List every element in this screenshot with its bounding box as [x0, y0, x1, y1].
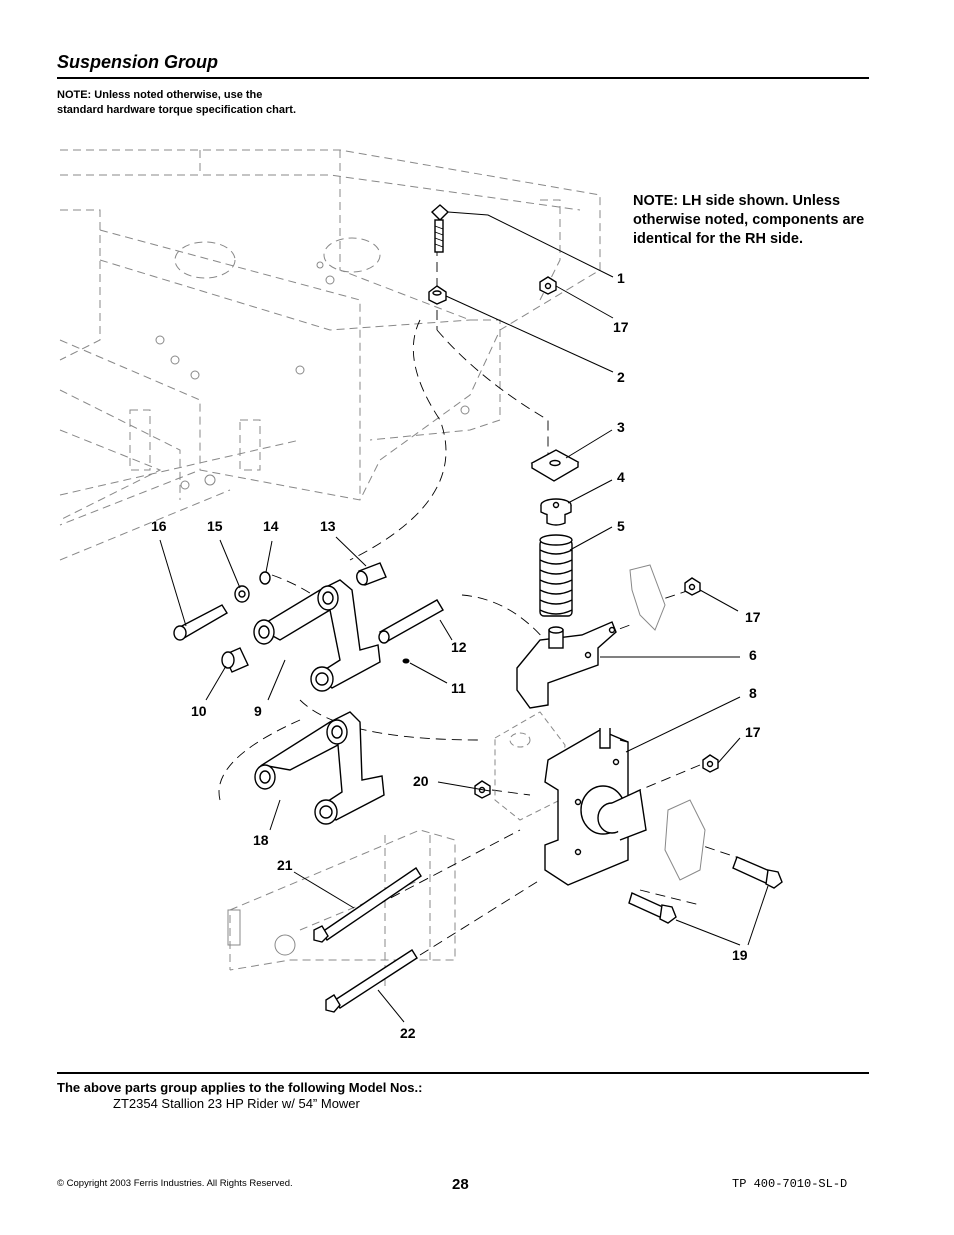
header-rule	[57, 77, 869, 79]
part-nut-17-mid	[684, 577, 701, 596]
page-title: Suspension Group	[57, 52, 219, 72]
callout-18: 18	[253, 832, 269, 848]
part-arm-18	[254, 711, 385, 825]
frame-holes	[155, 261, 470, 490]
callout-10: 10	[191, 703, 207, 719]
callout-22: 22	[400, 1025, 416, 1041]
part-bracket-6	[516, 621, 617, 709]
callout-3: 3	[617, 419, 625, 435]
leader-lines	[159, 211, 769, 1023]
callout-14: 14	[263, 518, 279, 534]
callout-16: 16	[151, 518, 167, 534]
callout-15: 15	[207, 518, 223, 534]
callout-2: 2	[617, 369, 625, 385]
callout-17-mid: 17	[745, 609, 761, 625]
callout-17-top: 17	[613, 319, 629, 335]
applies-heading: The above parts group applies to the fol…	[57, 1080, 423, 1095]
model-entry: ZT2354 Stallion 23 HP Rider w/ 54” Mower	[113, 1096, 360, 1111]
assembly-center-lines	[218, 230, 746, 956]
part-bolt-16	[173, 604, 228, 641]
part-bolt-1	[430, 204, 450, 253]
callout-11: 11	[451, 680, 466, 696]
part-shaft-12	[378, 599, 444, 644]
callout-19: 19	[732, 947, 748, 963]
callout-17-low: 17	[745, 724, 761, 740]
callout-1: 1	[617, 270, 625, 286]
callout-5: 5	[617, 518, 625, 534]
lh-side-note: NOTE: LH side shown. Unless otherwise no…	[633, 193, 865, 247]
callout-4: 4	[617, 469, 625, 485]
part-bolt-19	[628, 856, 783, 924]
part-pin-11	[402, 658, 410, 664]
part-arm-9	[253, 579, 381, 692]
part-washer-15	[234, 585, 250, 603]
callout-21: 21	[277, 857, 293, 873]
document-number: TP 400-7010-SL-D	[732, 1177, 848, 1191]
callout-6: 6	[749, 647, 757, 663]
part-bolt-22	[325, 949, 418, 1013]
part-nut-17-low	[702, 754, 719, 773]
part-bushing-10	[221, 647, 249, 673]
part-ring-14	[259, 571, 271, 585]
callout-20: 20	[413, 773, 429, 789]
part-bolt-21	[313, 867, 422, 943]
callout-12: 12	[451, 639, 467, 655]
part-spring-cap-4	[540, 498, 572, 526]
part-nut-17-top	[539, 276, 557, 295]
page-number: 28	[452, 1176, 469, 1193]
callout-8: 8	[749, 685, 757, 701]
part-plate-8	[544, 728, 647, 886]
frame-phantom	[59, 149, 601, 561]
part-spring-5	[539, 534, 573, 617]
callout-9: 9	[254, 703, 262, 719]
footer-rule	[57, 1072, 869, 1074]
part-washer-3	[530, 449, 580, 482]
callout-13: 13	[320, 518, 336, 534]
lower-frame-phantom	[229, 829, 456, 990]
part-nut-2	[428, 285, 447, 305]
part-bushing-13	[356, 562, 387, 586]
copyright: © Copyright 2003 Ferris Industries. All …	[57, 1178, 293, 1189]
torque-note: NOTE: Unless noted otherwise, use the st…	[57, 89, 297, 116]
